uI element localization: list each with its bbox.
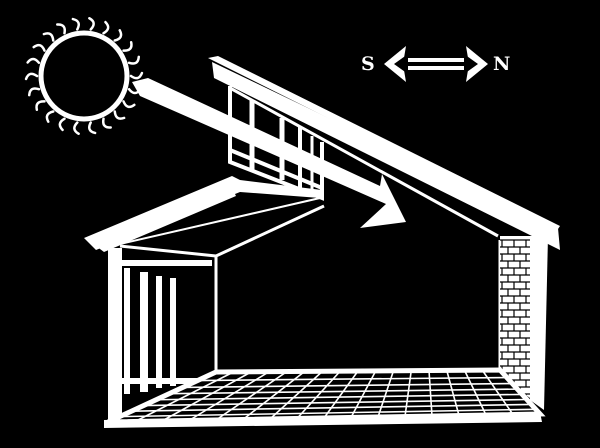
floor-grid	[119, 369, 536, 423]
sun-icon	[24, 16, 144, 135]
sun-ray	[113, 110, 126, 120]
floor-line	[169, 388, 518, 395]
sun-ray	[24, 72, 39, 81]
sun-ray	[56, 23, 67, 35]
floor-line	[197, 376, 507, 382]
sun-rays	[24, 16, 144, 135]
north-label: N	[493, 53, 511, 75]
sun-ray-arrow-icon	[132, 78, 406, 228]
sun-ray	[71, 17, 80, 31]
floor-line	[119, 408, 536, 418]
tiled-floor	[104, 367, 546, 428]
sun-ray	[88, 121, 97, 135]
sun-ray	[27, 87, 41, 97]
floor-line	[131, 403, 532, 412]
sun-ray	[129, 71, 144, 80]
sun-ray	[122, 40, 133, 52]
floor-line	[156, 393, 523, 401]
sun-ray	[122, 100, 136, 109]
double-arrow-icon	[384, 46, 488, 82]
south-wall	[108, 248, 216, 422]
lower-roof	[84, 176, 322, 252]
south-label: S	[361, 53, 375, 75]
sun-ray	[26, 57, 41, 65]
sun-ray	[127, 55, 141, 65]
roof	[208, 56, 560, 250]
sun-ray	[35, 100, 46, 112]
sun-ray	[45, 110, 55, 123]
sun-ray	[58, 117, 66, 132]
sun-ray	[101, 117, 112, 129]
sun-ray	[88, 16, 95, 31]
sun-ray	[32, 43, 46, 52]
sun-ray	[102, 20, 110, 35]
sun-ray	[113, 29, 123, 42]
sun-ray	[42, 32, 55, 42]
sun-ray	[73, 121, 80, 135]
clerestory-window	[228, 86, 324, 201]
floor-line	[143, 398, 527, 407]
floor-line	[182, 382, 513, 389]
